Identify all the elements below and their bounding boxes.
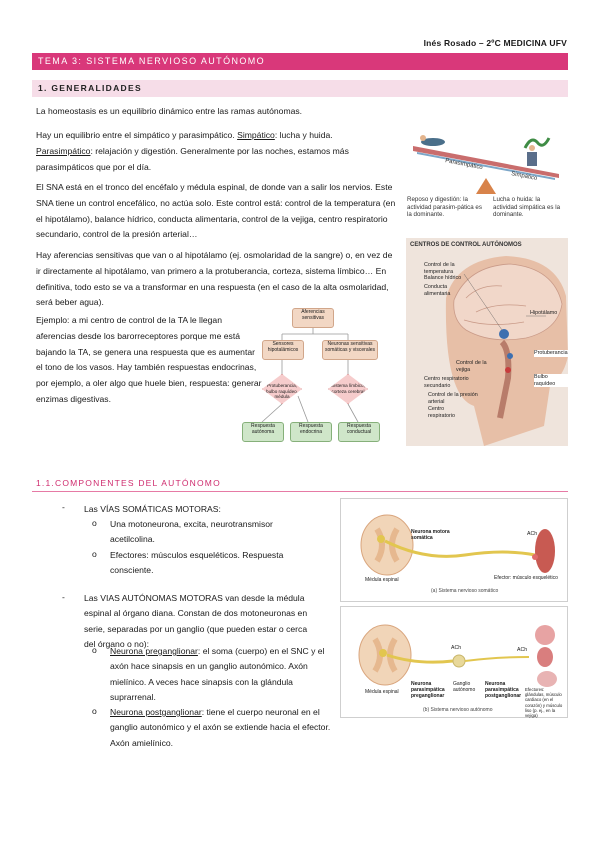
- auto-ach2-label: ACh: [517, 647, 528, 653]
- brain-label-temperatura: Control de la temperatura: [424, 262, 455, 275]
- brain-label-resp: Centro respiratorio: [428, 406, 455, 419]
- auto-post-label: Neurona parasimpática postganglionar: [485, 681, 522, 699]
- figure-somatic-pathway: Neurona motora somática ACh Médula espin…: [340, 498, 568, 602]
- brain-label-resp-secundario: Centro respiratorio secundario: [424, 376, 469, 389]
- term-simpatico: Simpático: [237, 130, 275, 140]
- list-subitem-postganglionar: Neurona postganglionar: tiene el cuerpo …: [110, 707, 331, 748]
- list-circle: o: [92, 549, 97, 559]
- figure-flowchart: Aferencias sensitivas Sensores hipotalám…: [238, 306, 384, 446]
- auto-caption: (b) Sistema nervioso autónomo: [423, 707, 493, 713]
- flowchart-arrows: [261, 326, 359, 423]
- paragraph-aferencias: Hay aferencias sensitivas que van o al h…: [36, 250, 393, 308]
- page-header: Inés Rosado – 2ºC MEDICINA UFV: [423, 38, 567, 48]
- balance-illustration: Parasimpático Simpático: [413, 135, 559, 194]
- flow-node-neuronas: Neuronas sensitivas somáticas y visceral…: [322, 340, 378, 360]
- auto-spinal-label: Médula espinal: [365, 689, 399, 695]
- list-item-vias-autonomas: Las VIAS AUTÓNOMAS MOTORAS van desde la …: [84, 593, 308, 649]
- balance-caption-left: Reposo y digestión: la actividad parasim…: [407, 196, 482, 219]
- list-subitem-motoneurona: Una motoneurona, excita, neurotransmisor…: [110, 519, 273, 545]
- paragraph-ejemplo: Ejemplo: a mi centro de control de la TA…: [36, 315, 262, 404]
- auto-ganglion-label: Ganglio autónomo: [453, 681, 476, 693]
- somatic-effector-label: Efector: músculo esquelético: [494, 575, 558, 581]
- brain-label-protuberancia: Protuberancia: [534, 350, 568, 357]
- paragraph-sna-control: El SNA está en el tronco del encéfalo y …: [36, 182, 396, 240]
- balance-simp-label: Simpático: [511, 171, 539, 182]
- figure-brain-centers: CENTROS DE CONTROL AUTÓNOMOS Control de …: [406, 238, 568, 446]
- list-circle: o: [92, 518, 97, 528]
- section-heading-generalidades: 1. GENERALIDADES: [32, 80, 568, 97]
- somatic-ach-label: ACh: [527, 531, 538, 537]
- brain-label-balance: Balance hídrico: [424, 275, 462, 281]
- somatic-illustration: [360, 514, 555, 576]
- brain-label-conducta: Conducta alimentaria: [424, 284, 451, 297]
- flow-node-conductual: Respuesta conductual: [338, 422, 380, 442]
- auto-effectors-label: Efectores: glándulas, músculo cardiaco (…: [525, 687, 563, 719]
- term-parasimpatico: Parasimpático: [36, 145, 91, 156]
- auto-pre-label: Neurona parasimpática preganglionar: [411, 681, 445, 699]
- somatic-caption: (a) Sistema nervioso somático: [431, 588, 499, 594]
- list-item-vias-somaticas: Las VÍAS SOMÁTICAS MOTORAS:: [84, 504, 221, 514]
- auto-ach1-label: ACh: [451, 645, 462, 651]
- figure-autonomic-pathway: ACh ACh Médula espinal Neurona parasimpá…: [340, 606, 568, 718]
- flow-node-autonoma: Respuesta autónoma: [242, 422, 284, 442]
- autonomic-illustration: [358, 624, 557, 687]
- list-circle: o: [92, 645, 97, 655]
- brain-label-hipotalamo: Hipotálamo: [530, 310, 558, 316]
- brain-illustration: [445, 256, 568, 446]
- list-subitem-preganglionar: Neurona preganglionar: el soma (cuerpo) …: [110, 646, 325, 702]
- list-subitem-efectores: Efectores: músculos esqueléticos. Respue…: [110, 550, 284, 576]
- paragraph-equilibrio: Hay un equilibrio entre el simpático y p…: [36, 130, 349, 172]
- list-circle: o: [92, 706, 97, 716]
- brain-label-presion: Control de la presión arterial: [428, 392, 478, 405]
- brain-figure-title: CENTROS DE CONTROL AUTÓNOMOS: [410, 242, 522, 248]
- somatic-spinal-label: Médula espinal: [365, 577, 399, 583]
- somatic-neuron-label: Neurona motora somática: [411, 529, 450, 541]
- document-title: TEMA 3: SISTEMA NERVIOSO AUTÓNOMO: [32, 53, 568, 70]
- paragraph-homeostasis: La homeostasis es un equilibrio dinámico…: [36, 106, 303, 116]
- brain-label-bulbo: Bulbo raquídeo: [534, 374, 568, 388]
- list-dash: -: [62, 592, 65, 602]
- list-dash: -: [62, 502, 65, 512]
- balance-caption-right: Lucha o huida: la actividad simpática es…: [493, 196, 561, 219]
- flow-node-sensores: Sensores hipotalámicos: [262, 340, 304, 360]
- flow-node-endocrina: Respuesta endocrina: [290, 422, 332, 442]
- figure-balance: Parasimpático Simpático Reposo y digesti…: [405, 118, 567, 226]
- flow-node-aferencias: Aferencias sensitivas: [292, 308, 334, 328]
- subsection-heading-componentes: 1.1.COMPONENTES DEL AUTÓNOMO: [32, 478, 568, 492]
- brain-label-vejiga: Control de la vejiga: [456, 360, 487, 373]
